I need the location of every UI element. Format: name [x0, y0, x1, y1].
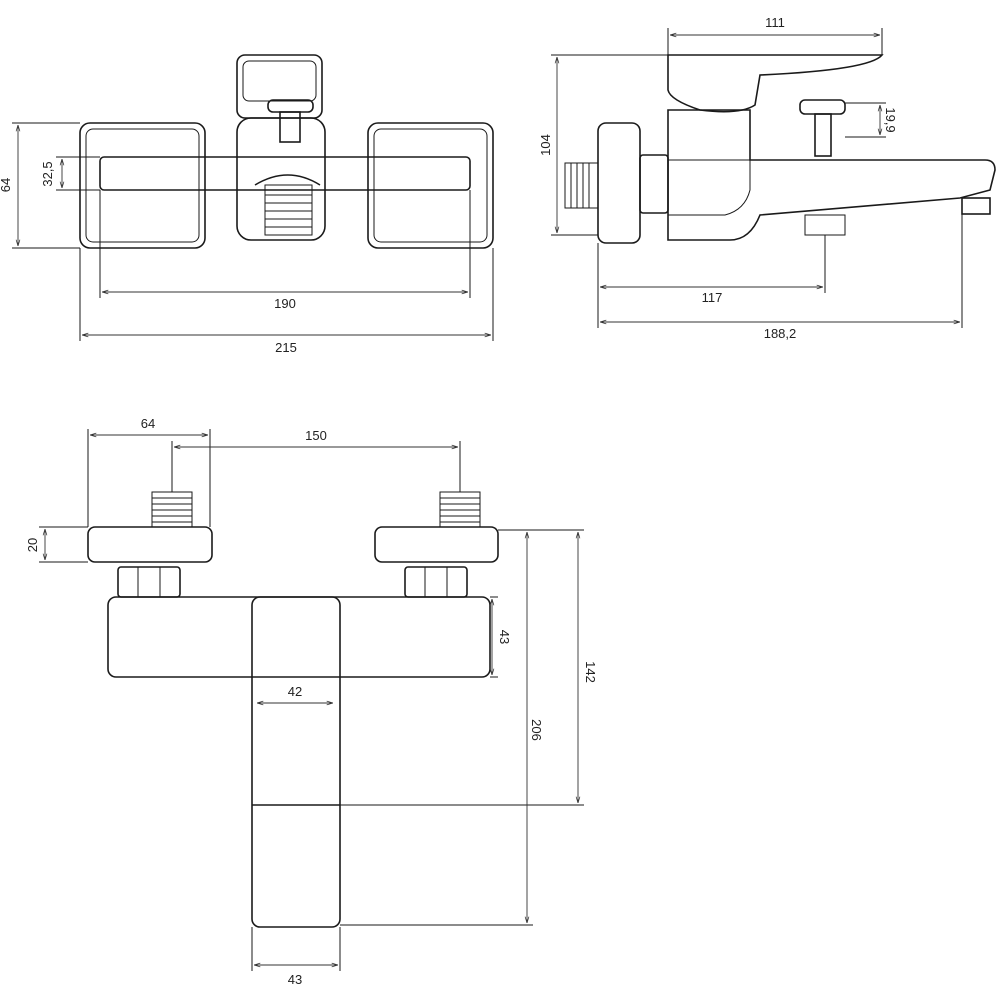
- spout-thread: [264, 184, 313, 236]
- dim-diverter-height: 19,9: [883, 107, 898, 132]
- handle-top: [251, 596, 341, 928]
- dim-center-distance: 150: [305, 428, 327, 443]
- mixer-body: [99, 156, 471, 191]
- dim-handle-length: 111: [765, 15, 785, 30]
- dim-total-height: 104: [538, 134, 553, 156]
- dim-spout-reach: 188,2: [764, 326, 797, 341]
- side-view: 111 104 19,9 117 188,2: [538, 15, 996, 341]
- dim-inner-width: 190: [274, 296, 296, 311]
- right-nut: [404, 566, 468, 598]
- dim-flange-width: 64: [141, 416, 155, 431]
- lever-handle: [667, 54, 884, 113]
- dim-handle-width-top: 42: [288, 684, 302, 699]
- dim-body-depth: 43: [497, 630, 512, 644]
- dim-diverter-offset: 117: [702, 290, 723, 305]
- left-nut: [117, 566, 181, 598]
- top-view: 64 150 20 43 142 206 42 43: [25, 416, 598, 987]
- dim-height-body: 32,5: [40, 161, 55, 186]
- right-flange: [367, 122, 494, 249]
- dim-handle-to-body: 142: [583, 661, 598, 683]
- dim-handle-width-bottom: 43: [288, 972, 302, 987]
- diverter-knob-side: [799, 99, 846, 115]
- dim-height-flange: 64: [0, 178, 13, 192]
- left-flange: [79, 122, 206, 249]
- diverter-knob: [267, 99, 314, 113]
- nut: [639, 154, 669, 214]
- dim-total-width: 215: [275, 340, 297, 355]
- wall-flange: [597, 122, 641, 244]
- body-and-spout: [667, 109, 996, 241]
- handle: [236, 54, 323, 119]
- dim-total-depth: 206: [529, 719, 544, 741]
- dim-flange-depth: 20: [25, 538, 40, 552]
- right-flange-top: [374, 526, 499, 563]
- inlet-thread: [564, 162, 599, 209]
- body-top: [107, 596, 491, 678]
- front-view: 64 32,5 190 215: [0, 54, 494, 355]
- left-flange-top: [87, 526, 213, 563]
